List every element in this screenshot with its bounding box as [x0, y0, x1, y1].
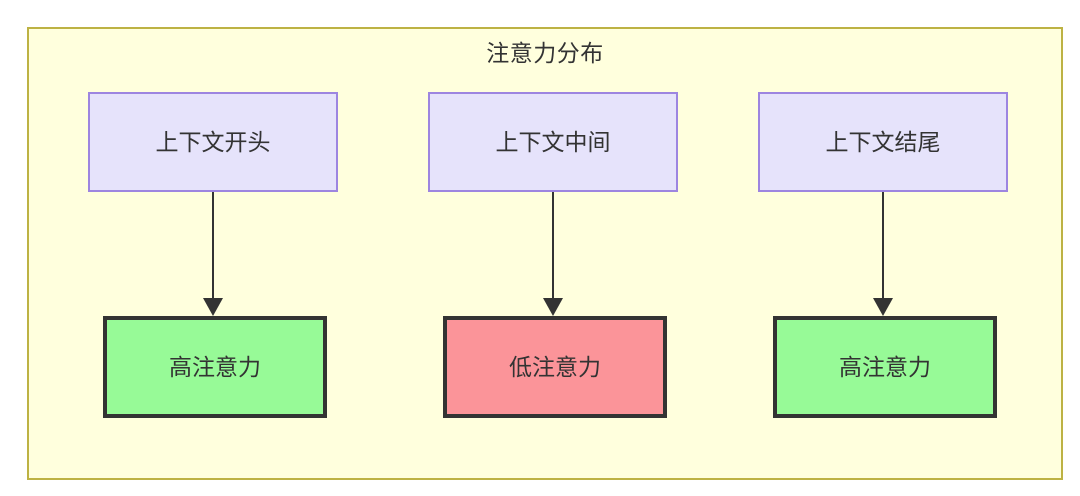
node-high-attention-start[interactable]: 高注意力	[103, 316, 327, 418]
subgraph-title: 注意力分布	[486, 40, 604, 66]
node-context-middle[interactable]: 上下文中间	[428, 92, 678, 192]
node-context-end[interactable]: 上下文结尾	[758, 92, 1008, 192]
node-context-start[interactable]: 上下文开头	[88, 92, 338, 192]
node-low-attention-middle[interactable]: 低注意力	[443, 316, 667, 418]
node-high-attention-end[interactable]: 高注意力	[773, 316, 997, 418]
